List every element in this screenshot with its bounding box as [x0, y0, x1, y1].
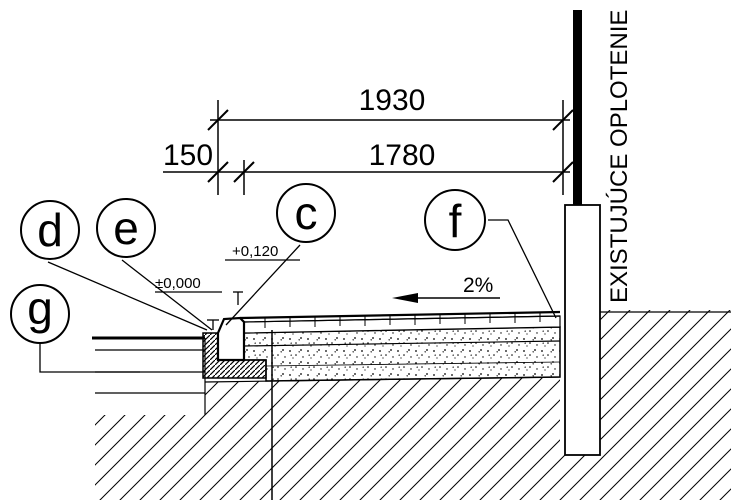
label-c: c — [276, 183, 336, 243]
label-e-text: e — [113, 202, 139, 254]
label-e: e — [96, 198, 156, 258]
level-markers — [155, 259, 300, 330]
label-f-text: f — [449, 195, 462, 247]
level-top-curb: +0,120 — [232, 243, 278, 260]
label-g-text: g — [27, 282, 53, 334]
curb-stone — [216, 316, 246, 362]
dimension-lines — [163, 100, 574, 195]
dimension-curb: 150 — [163, 139, 213, 172]
label-f: f — [424, 189, 486, 251]
pavement-layers — [239, 310, 561, 382]
dimension-overall: 1930 — [359, 84, 426, 117]
label-g: g — [10, 282, 70, 344]
slope-label: 2% — [463, 274, 493, 297]
leader-lines — [39, 219, 557, 373]
label-c-text: c — [295, 187, 318, 239]
grass-area — [92, 336, 206, 415]
dimension-pavement: 1780 — [369, 139, 436, 172]
fence-label: EXISTUJÚCE OPLOTENIE — [606, 10, 633, 303]
fence — [564, 10, 601, 456]
level-base: ±0,000 — [155, 275, 201, 292]
label-d: d — [20, 200, 80, 260]
slope-arrow — [392, 293, 500, 303]
label-d-text: d — [37, 204, 63, 256]
